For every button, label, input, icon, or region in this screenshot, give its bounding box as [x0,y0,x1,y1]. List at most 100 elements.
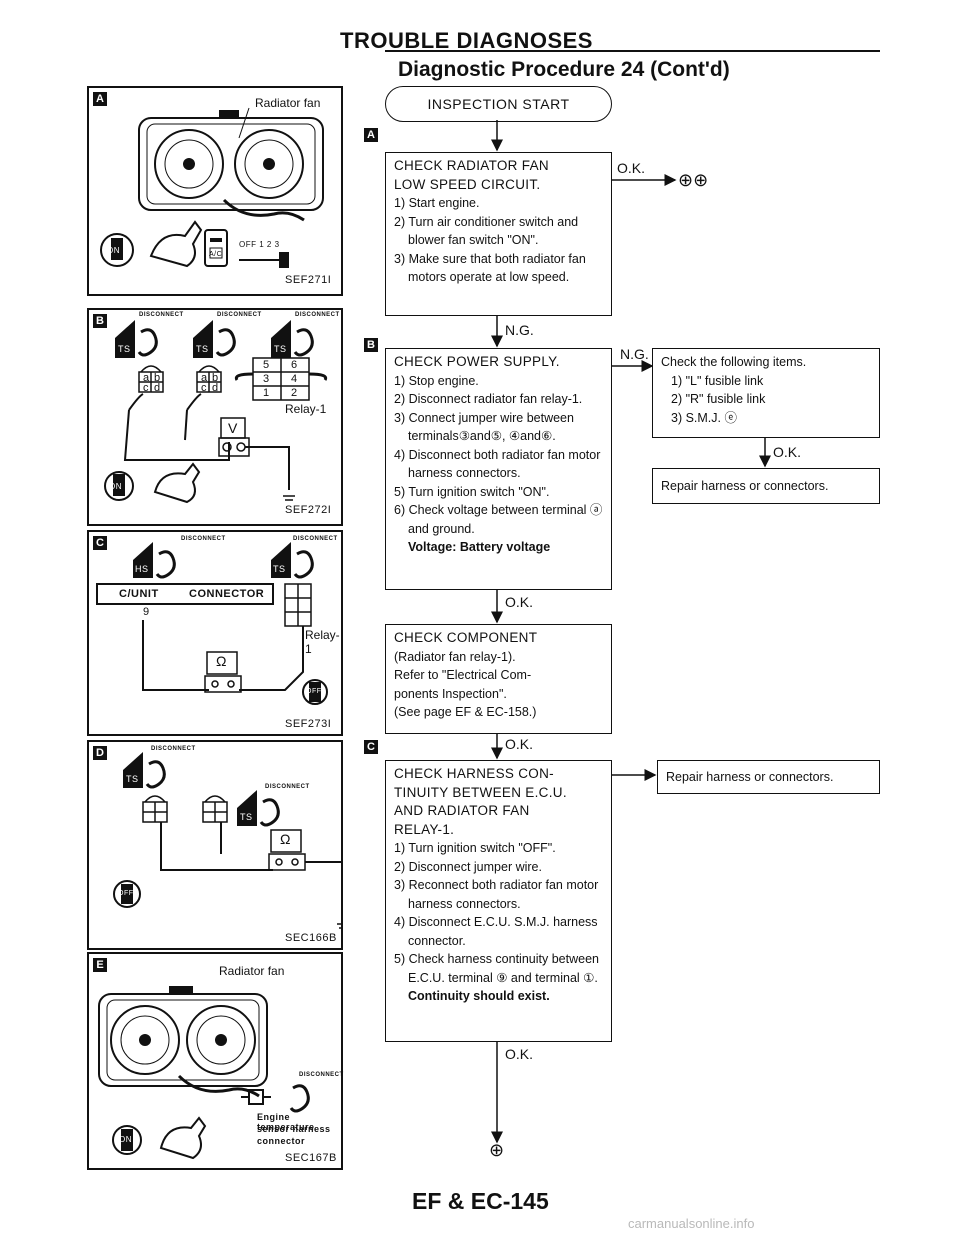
panel-c: C DISCONNECT DISCONNECT HS TS C/UNIT CON… [87,530,343,736]
step-title-line: CHECK POWER SUPPLY. [394,354,560,369]
disconnect-label: DISCONNECT [151,746,196,752]
ignition-key-state: ON [107,246,120,255]
figure-code: SEC167B [285,1152,337,1164]
step-item: 2) Disconnect jumper wire. [394,859,542,874]
terminal-c: c [201,382,207,394]
terminal-d: d [154,382,161,394]
relay-pin: 3 [263,373,270,385]
ng-label: N.G. [620,346,649,362]
ok-label: O.K. [773,444,802,460]
step-title-line: RELAY-1. [394,821,455,837]
ac-switch-label: A/C [209,251,223,258]
step-label-b: B [364,338,378,352]
ok-label: O.K. [617,160,646,176]
ok-label: O.K. [505,736,534,752]
figure-code: SEF272I [285,504,332,516]
relay-pin: 4 [291,373,298,385]
step-item: 5) Turn ignition switch "ON". [394,484,550,499]
relay-pin: 2 [291,387,298,399]
sensor-label-line2: sensor harness [257,1124,331,1134]
ts-label-3: TS [274,344,287,354]
ohmmeter-symbol: Ω [216,653,227,669]
inspection-start: INSPECTION START [385,86,612,122]
ignition-key-state: ON [119,1135,132,1144]
terminal-c: c [143,382,149,394]
panel-a: A Radiator fan OFF 1 2 3 A/C ON SEF271I [87,86,343,296]
voltmeter-symbol: V [228,420,238,436]
radiator-fan-label: Radiator fan [219,964,285,978]
relay-label: Relay-1 [305,628,340,656]
ignition-key-state: OFF [306,688,322,695]
step-item: 1) Stop engine. [394,373,479,388]
step-item: Refer to "Electrical Com- [394,668,532,682]
figure-code: SEF273I [285,718,332,730]
cunit-label: C/UNIT [119,588,159,600]
panel-e: E Radiator fan DISCONNECT Engine tempera… [87,952,343,1170]
radiator-fan-label: Radiator fan [255,96,321,110]
step-label-c: C [364,740,378,754]
ts-label: TS [240,812,253,822]
repair-box-2: Repair harness or connectors. [657,760,880,794]
step-title-line: CHECK COMPONENT [394,630,538,645]
step-item: 4) Disconnect both radiator fan motor ha… [394,447,601,481]
radiator-fan-illustration [100,107,324,268]
step-label-a: A [364,128,378,142]
step-item: 1) Start engine. [394,196,480,210]
step-title-line: CHECK HARNESS CON- [394,766,554,781]
ts-label-2: TS [196,344,209,354]
harness-continuity-illustration [113,752,341,929]
terminal-b: b [212,372,219,384]
disconnect-label: DISCONNECT [217,312,262,318]
step-item: (Radiator fan relay-1). [394,649,516,664]
step-check-harness-continuity: CHECK HARNESS CON- TINUITY BETWEEN E.C.U… [385,760,612,1042]
repair-box-1: Repair harness or connectors. [652,468,880,504]
voltage-spec: Voltage: Battery voltage [408,540,551,554]
panel-b: B [87,308,343,526]
step-item: 3) Connect jumper wire between terminals… [394,410,574,444]
ignition-key-state: OFF [118,890,134,897]
figure-code: SEF271I [285,274,332,286]
page-number: EF & EC-145 [412,1188,549,1214]
step-item: 4) Disconnect E.C.U. S.M.J. harness conn… [394,915,598,948]
panel-a-label: A [93,92,107,106]
step-item: 3) Make sure that both radiator fan moto… [394,251,586,285]
relay-component-illustration [96,542,328,705]
ts-label: TS [273,564,286,574]
check-item: 2) "R" fusible link [671,392,766,406]
ts-label: TS [126,774,139,784]
fan-switch-scale: OFF 1 2 3 [239,240,280,249]
ts-label-1: TS [118,344,131,354]
relay-label: Relay-1 [285,402,327,416]
disconnect-label: DISCONNECT [181,536,226,542]
step-item: 1) Turn ignition switch "OFF". [394,841,556,855]
ecu-pin-label: 9 [143,606,150,618]
connector-symbol-end: ⊕ [489,1140,505,1160]
ok-label: O.K. [505,594,534,610]
step-item: 5) Check harness continuity between E.C.… [394,952,599,985]
title-rule [385,50,880,52]
check-items-title: Check the following items. [661,355,807,369]
step-title-line: TINUITY BETWEEN E.C.U. [394,784,567,800]
ignition-key-state: ON [109,482,122,491]
disconnect-label: DISCONNECT [295,312,340,318]
step-title-line: AND RADIATOR FAN [394,803,530,818]
connector-symbol: ⊕⊕ [678,170,709,190]
panel-d-label: D [93,746,107,760]
terminal-a: a [143,372,150,384]
sensor-label-line1: Engine temperature [257,1112,315,1132]
disconnect-label: DISCONNECT [299,1072,344,1078]
step-check-component: CHECK COMPONENT (Radiator fan relay-1). … [385,624,612,734]
check-item: 3) S.M.J. ⓔ [671,410,737,425]
relay-pin: 1 [263,387,270,399]
relay-pin: 6 [291,359,298,371]
watermark: carmanualsonline.info [628,1216,755,1231]
disconnect-label: DISCONNECT [265,784,310,790]
connector-label: CONNECTOR [189,588,265,600]
continuity-spec: Continuity should exist. [408,989,550,1003]
relay-pin: 5 [263,359,270,371]
step-item: (See page EF & EC-158.) [394,705,537,719]
disconnect-label: DISCONNECT [293,536,338,542]
step-item: 6) Check voltage between terminal ⓐ and … [394,503,603,536]
step-title-line: CHECK RADIATOR FAN [394,158,549,173]
